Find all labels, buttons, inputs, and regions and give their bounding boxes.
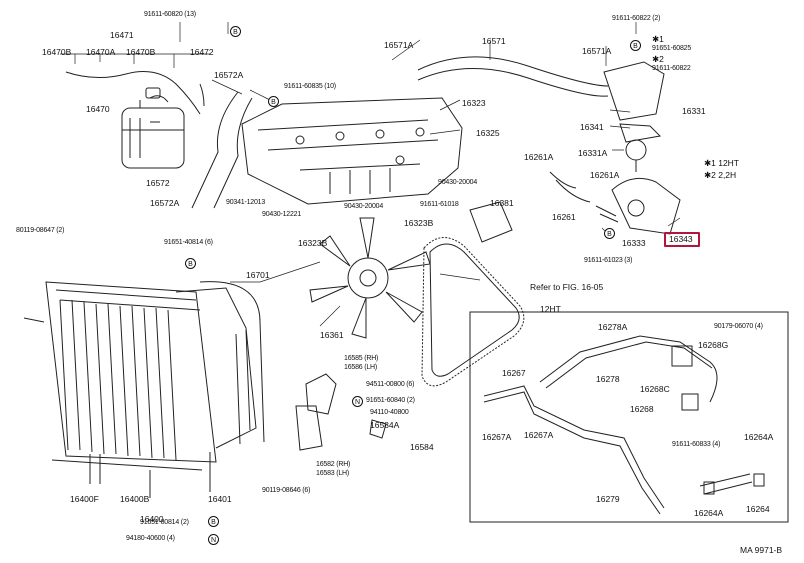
belt-drawing [421, 201, 525, 387]
label-16470b: 16470B [42, 47, 72, 57]
bracket-drawing [295, 373, 387, 451]
manifold-drawing [241, 97, 463, 205]
label-16701: 16701 [246, 270, 270, 280]
label-94180-40600: 94180-40600 (4) [126, 535, 175, 542]
label-16261a-1: 16261A [524, 152, 554, 162]
label-16470: 16470 [86, 104, 110, 114]
label-16361: 16361 [320, 330, 344, 340]
label-16268c: 16268C [640, 384, 670, 394]
label-91611-60835: 91611-60835 (10) [284, 83, 336, 90]
label-16583: 16583 (LH) [316, 470, 350, 477]
label-16586: 16586 (LH) [344, 364, 378, 371]
label-90341-12013: 90341-12013 [226, 199, 266, 206]
label-16343[interactable]: 16343 [669, 234, 693, 244]
label-star-2: ✱2 [652, 54, 664, 64]
marker-b: B [208, 516, 219, 527]
label-90430-20004-a: 90430-20004 [438, 179, 478, 186]
thermostat-housing-drawing [603, 61, 681, 235]
label-16572a: 16572A [214, 70, 244, 80]
label-note-1: ✱1 12HT [704, 158, 739, 168]
label-16472: 16472 [190, 47, 214, 57]
marker-n: N [208, 534, 219, 545]
label-16278: 16278 [596, 374, 620, 384]
label-16331: 16331 [682, 106, 706, 116]
label-91651-80814: 91651-80814 (2) [140, 519, 189, 526]
label-16571: 16571 [482, 36, 506, 46]
hose-drawings [191, 56, 619, 223]
label-91651-40814: 91651-40814 (6) [164, 239, 213, 246]
label-16323b-right: 16323B [404, 218, 434, 228]
label-16584: 16584 [410, 442, 434, 452]
label-16571a-right: 16571A [582, 46, 612, 56]
label-16267a-1: 16267A [482, 432, 512, 442]
label-16400b: 16400B [120, 494, 150, 504]
reservoir-tank-drawing [65, 71, 205, 169]
marker-n: N [352, 396, 363, 407]
label-91611-60820: 91611-60820 (13) [144, 11, 196, 18]
label-16401: 16401 [208, 494, 232, 504]
label-16267a-2: 16267A [524, 430, 554, 440]
label-16400f: 16400F [70, 494, 99, 504]
label-16572a-low: 16572A [150, 198, 180, 208]
marker-b: B [185, 258, 196, 269]
marker-b: B [630, 40, 641, 51]
label-90119-08646: 90119-08646 (6) [262, 487, 311, 494]
label-91651-60825: 91651-60825 [652, 45, 692, 52]
label-12ht: 12HT [540, 304, 561, 314]
leader-lines [60, 22, 681, 327]
label-91611-60822b: 91611-60822 [652, 65, 691, 72]
12ht-inset-drawing [469, 311, 789, 523]
label-refer-fig: Refer to FIG. 16-05 [530, 282, 604, 292]
label-16470a: 16470A [86, 47, 116, 57]
label-91611-61023: 91611-61023 (3) [584, 257, 633, 264]
label-16381: 16381 [490, 198, 514, 208]
fan-drawing [309, 217, 431, 339]
label-16341: 16341 [580, 122, 604, 132]
label-16470b-2: 16470B [126, 47, 156, 57]
highlight-box-16343 [664, 232, 700, 247]
label-16267: 16267 [502, 368, 526, 378]
label-16325: 16325 [476, 128, 500, 138]
label-94511-00800: 94511-00800 (6) [366, 381, 415, 388]
label-90179-06070: 90179-06070 (4) [714, 323, 763, 330]
label-16333: 16333 [622, 238, 646, 248]
label-16331a: 16331A [578, 148, 608, 158]
label-91611-60822: 91611-60822 (2) [612, 15, 661, 22]
label-16268g: 16268G [698, 340, 729, 350]
label-80119-08647: 80119-08647 (2) [16, 227, 65, 234]
label-16585: 16585 (RH) [344, 355, 379, 362]
label-note-2: ✱2 2,2H [704, 170, 737, 180]
label-16323b-left: 16323B [298, 238, 328, 248]
label-16264: 16264 [746, 504, 770, 514]
label-90430-20004-b: 90430-20004 [344, 203, 384, 210]
label-16582: 16582 (RH) [316, 461, 351, 468]
label-16264a-2: 16264A [694, 508, 724, 518]
label-91651-60840: 91651-60840 (2) [366, 397, 415, 404]
label-16323: 16323 [462, 98, 486, 108]
label-91611-61018: 91611-61018 [420, 201, 459, 208]
label-16471: 16471 [110, 30, 134, 40]
label-94110-40800: 94110-40800 [370, 409, 409, 416]
label-16400: 16400 [140, 514, 164, 524]
label-91611-60833: 91611-60833 (4) [672, 441, 721, 448]
label-16584a: 16584A [370, 420, 400, 430]
marker-b: B [230, 26, 241, 37]
figure-code: MA 9971-B [740, 545, 783, 555]
marker-b: B [604, 228, 615, 239]
label-16571a-left: 16571A [384, 40, 414, 50]
label-16264a-1: 16264A [744, 432, 774, 442]
label-90430-12221: 90430-12221 [262, 211, 302, 218]
label-16278a: 16278A [598, 322, 628, 332]
label-16268: 16268 [630, 404, 654, 414]
label-16279: 16279 [596, 494, 620, 504]
label-16261: 16261 [552, 212, 576, 222]
radiator-drawing [23, 281, 265, 498]
label-16261a-2: 16261A [590, 170, 620, 180]
label-16572: 16572 [146, 178, 170, 188]
marker-b: B [268, 96, 279, 107]
label-star-1: ✱1 [652, 34, 664, 44]
